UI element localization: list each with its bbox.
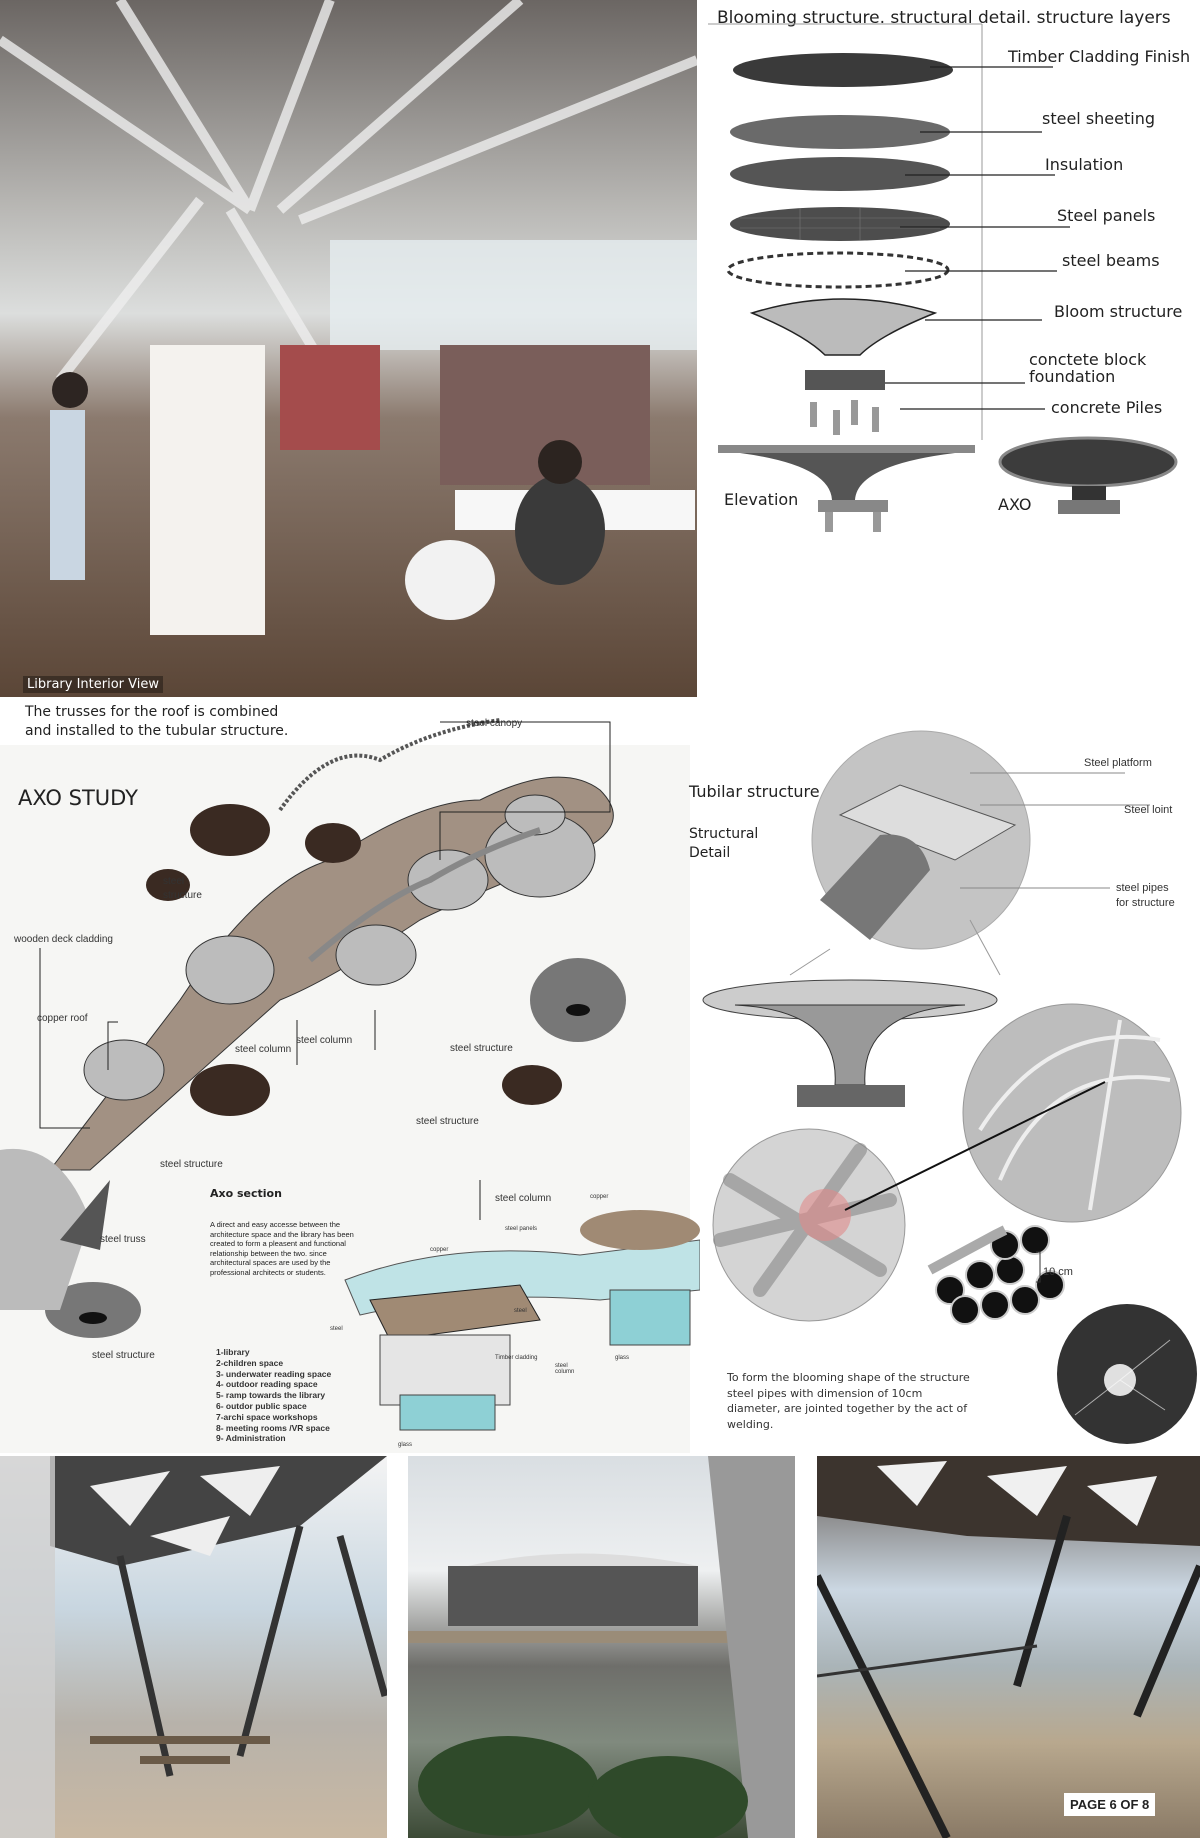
interior-illustration — [0, 0, 697, 635]
layers-title: Blooming structure. structural detail. s… — [717, 8, 1171, 28]
layer-label-steel-sheeting: steel sheeting — [1042, 109, 1156, 128]
space-item: 6- outdor public space — [216, 1400, 307, 1411]
space-item: 7-archi space workshops — [216, 1411, 318, 1422]
welding-description: To form the blooming shape of the struct… — [727, 1371, 970, 1431]
exterior-canopy-render-left — [0, 1456, 387, 1838]
label-steel-platform: Steel platform — [1084, 757, 1152, 769]
section-label-steel-panels: steel panels — [505, 1226, 538, 1232]
section-label-steel-1: steel — [330, 1326, 343, 1332]
section-label-copper-2: copper — [590, 1194, 609, 1200]
layer-label-bloom-structure: Bloom structure — [1054, 302, 1183, 321]
axo-section-title: Axo section — [210, 1187, 282, 1200]
truss-caption-line1: The trusses for the roof is combined — [25, 704, 279, 720]
axo-section-text: A direct and easy accesse between the ar… — [210, 1220, 354, 1277]
structural-detail-line1: Structural — [689, 826, 759, 842]
space-item: 4- outdoor reading space — [216, 1379, 318, 1390]
space-item: 5- ramp towards the library — [216, 1390, 326, 1401]
axo-study-title: AXO STUDY — [18, 786, 138, 810]
layer-label-timber: Timber Cladding Finish — [1008, 47, 1191, 66]
spaces-legend: 1-library 2-children space 3- underwater… — [216, 1347, 331, 1444]
section-label-copper-1: copper — [430, 1247, 449, 1253]
canopy-illustration — [0, 1456, 387, 1838]
truss-caption-line2: and installed to the tubular structure. — [25, 723, 289, 739]
layer-label-steel-beams: steel beams — [1062, 251, 1160, 270]
label-copper-roof: copper roof — [37, 1013, 88, 1024]
elevation-label: Elevation — [724, 490, 799, 509]
space-item: 9- Administration — [216, 1433, 286, 1444]
section-label-glass-2: glass — [398, 1442, 413, 1448]
page-number: PAGE 6 OF 8 — [1064, 1793, 1156, 1816]
pipe-dimension-label: 10 cm — [1043, 1266, 1073, 1278]
section-label-timber: Timber cladding — [495, 1355, 538, 1361]
label-steel-structure-4: steel structure — [160, 1159, 223, 1170]
label-steel-structure-3: steel structure — [416, 1116, 479, 1127]
layer-label-piles: concrete Piles — [1051, 398, 1163, 417]
label-steel-structure-1b: structure — [163, 890, 202, 901]
axo-study-background — [0, 745, 690, 1453]
label-steel-column-1: steel column — [235, 1044, 292, 1055]
exterior-walkway-render-right: PAGE 6 OF 8 — [817, 1456, 1200, 1838]
exterior-bridge-render-center — [408, 1456, 795, 1838]
section-label-steel-2: steel — [514, 1308, 527, 1314]
label-steel-pipes-1: steel pipes — [1116, 882, 1169, 894]
label-steel-canopy: steel canopy — [466, 718, 523, 729]
label-steel-joint: Steel loint — [1124, 804, 1173, 816]
walkway-illustration — [817, 1456, 1200, 1838]
structural-detail-line2: Detail — [689, 845, 731, 861]
axo-label: AXO — [998, 495, 1032, 514]
label-steel-column-2: steel column — [296, 1035, 353, 1046]
label-steel-truss: steel truss — [100, 1234, 146, 1245]
space-item: 3- underwater reading space — [216, 1368, 332, 1379]
label-steel-pipes-2: for structure — [1116, 897, 1175, 909]
space-item: 1-library — [216, 1347, 250, 1357]
bridge-illustration — [408, 1456, 795, 1838]
label-steel-structure-5: steel structure — [92, 1350, 155, 1361]
space-item: 2-children space — [216, 1357, 284, 1368]
label-wooden-deck: wooden deck cladding — [14, 934, 113, 945]
label-steel-column-3: steel column — [495, 1193, 552, 1204]
layer-label-insulation: Insulation — [1045, 155, 1124, 174]
section-label-glass-1: glass — [615, 1355, 630, 1361]
library-interior-render: Library Interior View — [0, 0, 697, 697]
section-label-steel-column: steel column — [555, 1363, 575, 1375]
layer-label-steel-panels: Steel panels — [1057, 206, 1156, 225]
label-steel-structure-1a: steel — [163, 876, 185, 887]
label-steel-structure-2: steel structure — [450, 1043, 513, 1054]
layer-label-foundation: foundation — [1029, 367, 1116, 386]
space-item: 8- meeting rooms /VR space — [216, 1422, 330, 1433]
tubular-structure-title: Tubilar structure — [689, 782, 820, 801]
layer-label-block: conctete block — [1029, 350, 1147, 369]
interior-view-label: Library Interior View — [23, 676, 163, 693]
